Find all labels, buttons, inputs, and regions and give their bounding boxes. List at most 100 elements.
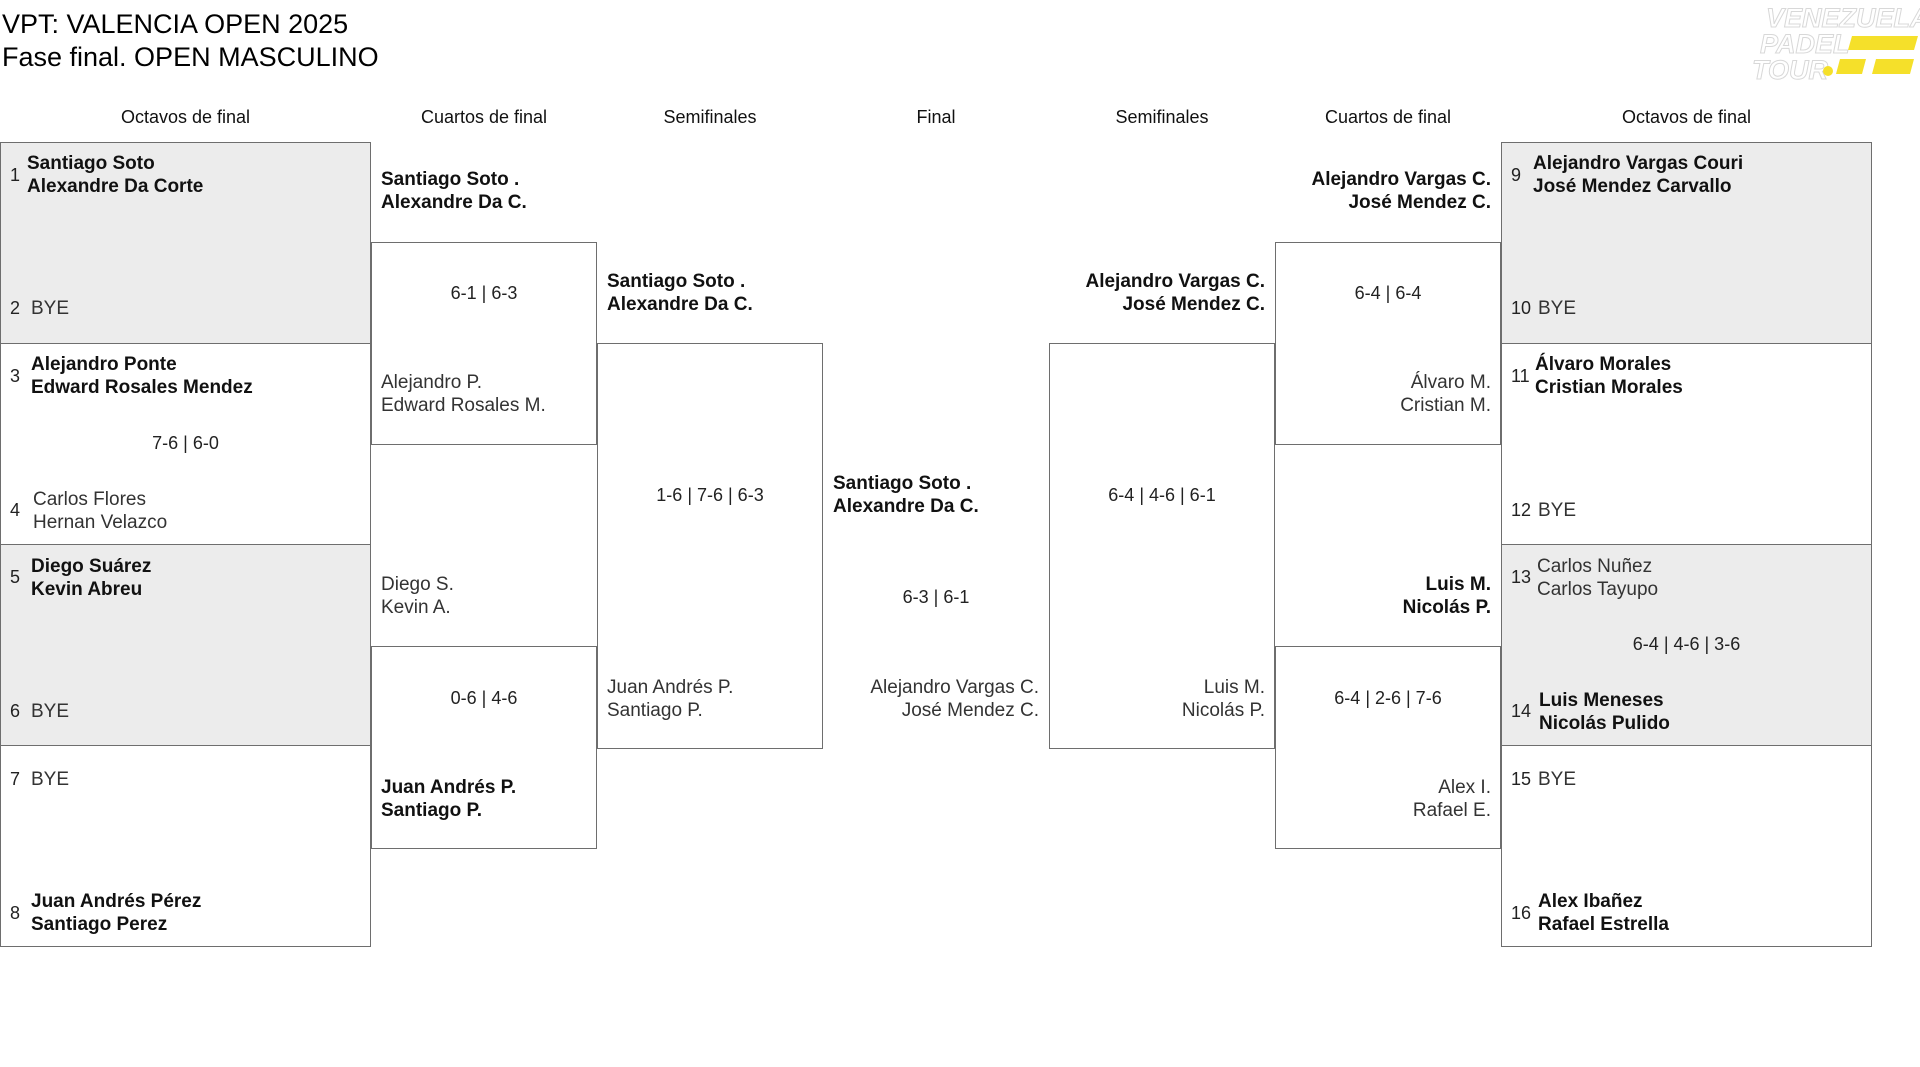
seed-number: 8 [10, 903, 21, 923]
logo-line1: VENEZUELA [1766, 3, 1920, 33]
seed-number: 15 [1511, 769, 1532, 789]
seed-number: 6 [10, 701, 21, 721]
sf-left-match [597, 343, 823, 749]
seed-number: 3 [10, 366, 21, 386]
match-score: 0-6 | 4-6 [450, 688, 518, 708]
player-name: Santiago Perez [31, 914, 168, 935]
r16-left-match-3 [0, 544, 371, 746]
seed-number: 5 [10, 567, 21, 587]
player-name: Santiago Soto . [607, 271, 746, 292]
champion-name: Alexandre Da C. [833, 496, 979, 517]
round-header-left-qf: Cuartos de final [420, 107, 548, 127]
venezuela-padel-tour-logo: VENEZUELA PADEL TOUR [1752, 3, 1920, 85]
player-name: Alejandro Vargas C. [1311, 169, 1491, 190]
player-name: José Mendez Carvallo [1533, 176, 1732, 197]
player-name: Alejandro Vargas C. [1085, 271, 1265, 292]
qf-left-match-1 [371, 242, 597, 445]
player-name: Diego S. [381, 574, 454, 595]
player-name: Kevin Abreu [31, 579, 143, 600]
r16-right-match-1 [1501, 142, 1872, 344]
player-name: José Mendez C. [1122, 294, 1265, 315]
player-name: Alexandre Da C. [607, 294, 753, 315]
player-name: Rafael E. [1412, 800, 1491, 821]
seed-number: 9 [1511, 165, 1522, 185]
seed-number: 4 [10, 500, 21, 520]
player-name: Alex I. [1438, 777, 1491, 798]
logo-line2: PADEL [1760, 29, 1850, 59]
page-title: VPT: VALENCIA OPEN 2025 [2, 9, 349, 39]
player-name: Santiago Soto . [381, 169, 520, 190]
player-name: Santiago Soto [27, 153, 155, 174]
r16-right-match-3 [1501, 544, 1872, 746]
bye-label: BYE [1538, 769, 1577, 790]
match-score: 6-1 | 6-3 [450, 283, 518, 303]
player-name: Alexandre Da C. [381, 192, 527, 213]
player-name: Rafael Estrella [1538, 914, 1669, 935]
player-name: Carlos Nuñez [1537, 556, 1653, 577]
round-header-right-sf: Semifinales [1115, 107, 1209, 127]
player-name: Kevin A. [381, 597, 451, 618]
r16-left-match-4 [0, 745, 371, 947]
player-name: Santiago P. [381, 800, 483, 821]
player-name: Hernan Velazco [33, 512, 168, 533]
player-name: Juan Andrés P. [607, 677, 734, 698]
player-name: Juan Andrés Pérez [31, 891, 202, 912]
match-score: 7-6 | 6-0 [152, 433, 219, 453]
qf-left-match-2 [371, 646, 597, 849]
seed-number: 2 [10, 298, 21, 318]
player-name: Carlos Flores [33, 489, 146, 510]
round-header-right-qf: Cuartos de final [1324, 107, 1452, 127]
player-name: Edward Rosales Mendez [31, 377, 253, 398]
bye-label: BYE [31, 769, 70, 790]
player-name: Alejandro Vargas Couri [1533, 153, 1744, 174]
round-header-right-r16: Octavos de final [1621, 107, 1752, 127]
round-header-left-r16: Octavos de final [120, 107, 251, 127]
player-name: Nicolás Pulido [1539, 713, 1670, 734]
round-header-left-sf: Semifinales [663, 107, 757, 127]
player-name: Nicolás P. [1402, 597, 1491, 618]
player-name: Diego Suárez [31, 556, 152, 577]
player-name: Nicolás P. [1181, 700, 1265, 721]
player-name: Álvaro Morales [1535, 354, 1672, 375]
player-name: Luis M. [1203, 677, 1265, 698]
player-name: Luis Meneses [1539, 690, 1664, 711]
sf-right-match [1049, 343, 1275, 749]
player-name: Alejandro P. [381, 372, 483, 393]
player-name: Alexandre Da Corte [27, 176, 204, 197]
match-score: 1-6 | 7-6 | 6-3 [656, 485, 764, 505]
seed-number: 7 [10, 769, 21, 789]
bye-label: BYE [1538, 500, 1577, 521]
qf-right-match-2 [1275, 646, 1501, 849]
player-name: Santiago P. [607, 700, 703, 721]
champion-name: Santiago Soto . [833, 473, 972, 494]
seed-number: 12 [1511, 500, 1532, 520]
seed-number: 13 [1511, 567, 1532, 587]
match-score: 6-4 | 4-6 | 6-1 [1108, 485, 1216, 505]
qf-right-match-1 [1275, 242, 1501, 445]
page-subtitle: Fase final. OPEN MASCULINO [2, 42, 379, 72]
player-name: Alex Ibañez [1538, 891, 1643, 912]
bye-label: BYE [31, 701, 70, 722]
player-name: José Mendez C. [1348, 192, 1491, 213]
logo-line3: TOUR [1752, 55, 1829, 84]
seed-number: 1 [10, 165, 21, 185]
match-score: 6-4 | 6-4 [1354, 283, 1422, 303]
seed-number: 11 [1511, 366, 1530, 386]
bye-label: BYE [1538, 298, 1577, 319]
r16-right-match-4 [1501, 745, 1872, 947]
player-name: Edward Rosales M. [381, 395, 546, 416]
player-name: Cristian Morales [1535, 377, 1683, 398]
match-score: 6-4 | 2-6 | 7-6 [1334, 688, 1442, 708]
match-score: 6-4 | 4-6 | 3-6 [1632, 634, 1741, 654]
finalist-name: Alejandro Vargas C. [870, 677, 1039, 698]
player-name: Juan Andrés P. [381, 777, 517, 798]
final-score: 6-3 | 6-1 [902, 587, 970, 607]
player-name: Carlos Tayupo [1537, 579, 1659, 600]
seed-number: 16 [1511, 903, 1532, 923]
player-name: Cristian M. [1400, 395, 1491, 416]
finalist-name: José Mendez C. [901, 700, 1039, 721]
bye-label: BYE [31, 298, 70, 319]
seed-number: 14 [1511, 701, 1532, 721]
r16-left-match-1 [0, 142, 371, 344]
